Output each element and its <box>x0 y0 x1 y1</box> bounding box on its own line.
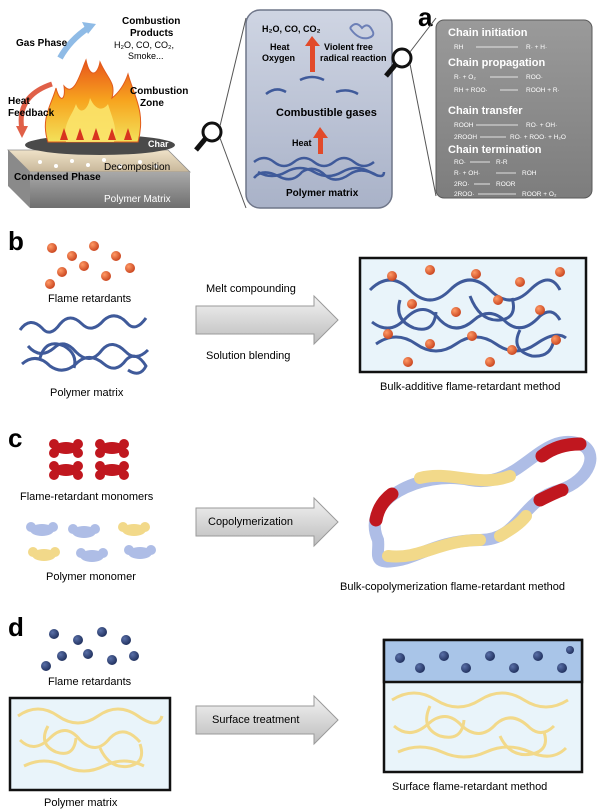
melt-compounding-label: Melt compounding <box>206 283 296 295</box>
decomposition-label: Decomposition <box>104 162 170 173</box>
surface-treatment-label: Surface treatment <box>212 714 299 726</box>
heat-feedback-label-1: Heat <box>8 96 30 107</box>
char-label: Char <box>148 139 169 149</box>
condensed-phase-label: Condensed Phase <box>14 172 101 183</box>
panel-a: a Polymer Matrix Char Decomposition <box>7 2 593 209</box>
gas-phase-arrow <box>57 25 90 60</box>
gas-molecules <box>265 75 359 96</box>
cp-eq1-right: ROO· <box>526 74 543 81</box>
combustion-zone-label-1: Combustion <box>130 86 188 97</box>
zoom-polymer-label: Polymer matrix <box>286 188 359 199</box>
tm-eq2-right: ROH <box>522 170 537 177</box>
bulk-additive-label: Bulk-additive flame-retardant method <box>380 381 560 393</box>
zoom-polymer-chains <box>253 156 386 181</box>
ci-eq1-right: R· + H· <box>526 44 547 51</box>
copolymer-chain <box>368 436 597 568</box>
combustion-products-label-1: Combustion <box>122 16 180 27</box>
smoke-puff-icon <box>349 23 375 40</box>
tm-eq4-left: 2ROO· <box>454 191 475 198</box>
panel-b: b Flame retardants Polymer matrix Melt c… <box>8 226 588 399</box>
combustion-products-label-2: Products <box>130 28 174 39</box>
zoom-heat-small: Heat <box>292 138 312 148</box>
chain-propagation-title: Chain propagation <box>448 57 545 69</box>
tm-eq1-left: RO· <box>454 159 466 166</box>
ct-eq1-left: ROOH <box>454 122 474 129</box>
process-arrow-icon-c <box>195 496 339 548</box>
flame-retardant-particles-b <box>45 241 135 289</box>
zoom-panel <box>245 9 393 209</box>
surface-method-label: Surface flame-retardant method <box>392 781 547 793</box>
zoom-gases-label: H₂O, CO, CO₂ <box>262 24 321 34</box>
process-arrow-icon <box>195 294 339 346</box>
fr-monomers-label: Flame-retardant monomers <box>20 491 154 503</box>
panel-a-letter: a <box>418 2 433 32</box>
coating-particles <box>395 646 574 673</box>
heat-feedback-label-2: Feedback <box>8 108 55 119</box>
process-arrow-icon-d <box>195 694 339 746</box>
cp-eq2-left: RH + ROO· <box>454 87 488 94</box>
polymer-monomer-label: Polymer monomer <box>46 571 136 583</box>
ct-eq1-right: RO· + OH· <box>526 122 557 129</box>
combustible-gases-label: Combustible gases <box>276 107 377 119</box>
polymer-monomers <box>26 522 156 562</box>
flame-retardants-label-d: Flame retardants <box>48 676 132 688</box>
tm-eq2-left: R· + OH· <box>454 170 480 177</box>
fr-monomers <box>49 439 129 480</box>
reaction-arrows <box>470 46 518 195</box>
polymer-matrix-label-d: Polymer matrix <box>44 797 118 809</box>
zoom-violent-label-1: Violent free <box>324 42 373 52</box>
flame-icon <box>44 58 142 143</box>
panel-d-letter: d <box>8 612 24 642</box>
panel-c-letter: c <box>8 423 22 453</box>
zoom-oxygen-label: Oxygen <box>262 53 295 63</box>
combustion-zone-label-2: Zone <box>140 98 164 109</box>
decomposition-dots <box>38 158 158 168</box>
polymer-chains-b <box>18 314 150 375</box>
products-formula: H₂O, CO, CO₂, <box>114 40 174 50</box>
ct-eq2-left: 2ROOH <box>454 134 477 141</box>
magnifier-icon-2 <box>384 47 413 78</box>
surface-coating-layer <box>382 638 584 684</box>
polymer-block-front <box>30 172 190 208</box>
tm-eq1-right: R-R <box>496 159 508 166</box>
chain-termination-title: Chain termination <box>448 144 542 156</box>
box-particles-b <box>383 265 565 367</box>
cp-eq2-right: ROOH + R· <box>526 87 560 94</box>
gas-phase-label: Gas Phase <box>16 38 68 49</box>
chain-transfer-title: Chain transfer <box>448 105 523 117</box>
cp-eq1-left: R· + O₂ <box>454 74 476 81</box>
polymer-block-label: Polymer Matrix <box>104 194 171 205</box>
polymer-matrix-label-b: Polymer matrix <box>50 387 124 399</box>
heat-arrows <box>60 128 132 140</box>
zoom-violent-label-2: radical reaction <box>320 53 387 63</box>
smoke-label: Smoke... <box>128 51 164 61</box>
magnifier-icon <box>194 121 223 152</box>
copolymerization-label: Copolymerization <box>208 516 293 528</box>
chain-initiation-title: Chain initiation <box>448 27 528 39</box>
polymer-block-side <box>8 150 30 208</box>
solution-blending-label: Solution blending <box>206 350 290 362</box>
tm-eq4-right: ROOR + O₂ <box>522 191 557 198</box>
heat-feedback-arrow <box>18 81 53 131</box>
panel-b-letter: b <box>8 226 24 256</box>
panel-d: d Flame retardants Polymer matrix Surfac… <box>8 612 584 809</box>
flame-retardant-particles-d <box>41 627 139 671</box>
tm-eq3-left: 2RO· <box>454 181 470 188</box>
box-chains-d <box>391 691 569 759</box>
tm-eq3-right: ROOR <box>496 181 516 188</box>
polymer-chains-d <box>17 707 164 773</box>
ci-eq1-left: RH <box>454 44 464 51</box>
ct-eq2-right: RO· + ROO· + H₂O <box>510 134 566 141</box>
bulk-copolymerization-label: Bulk-copolymerization flame-retardant me… <box>340 581 565 593</box>
flame-retardants-label-b: Flame retardants <box>48 293 132 305</box>
zoom-heat-label: Heat <box>270 42 290 52</box>
panel-c: c Flame-retardant monomers Polymer monom… <box>8 423 597 593</box>
polymer-matrix-box-d <box>8 696 172 792</box>
chemistry-panel <box>435 19 593 199</box>
